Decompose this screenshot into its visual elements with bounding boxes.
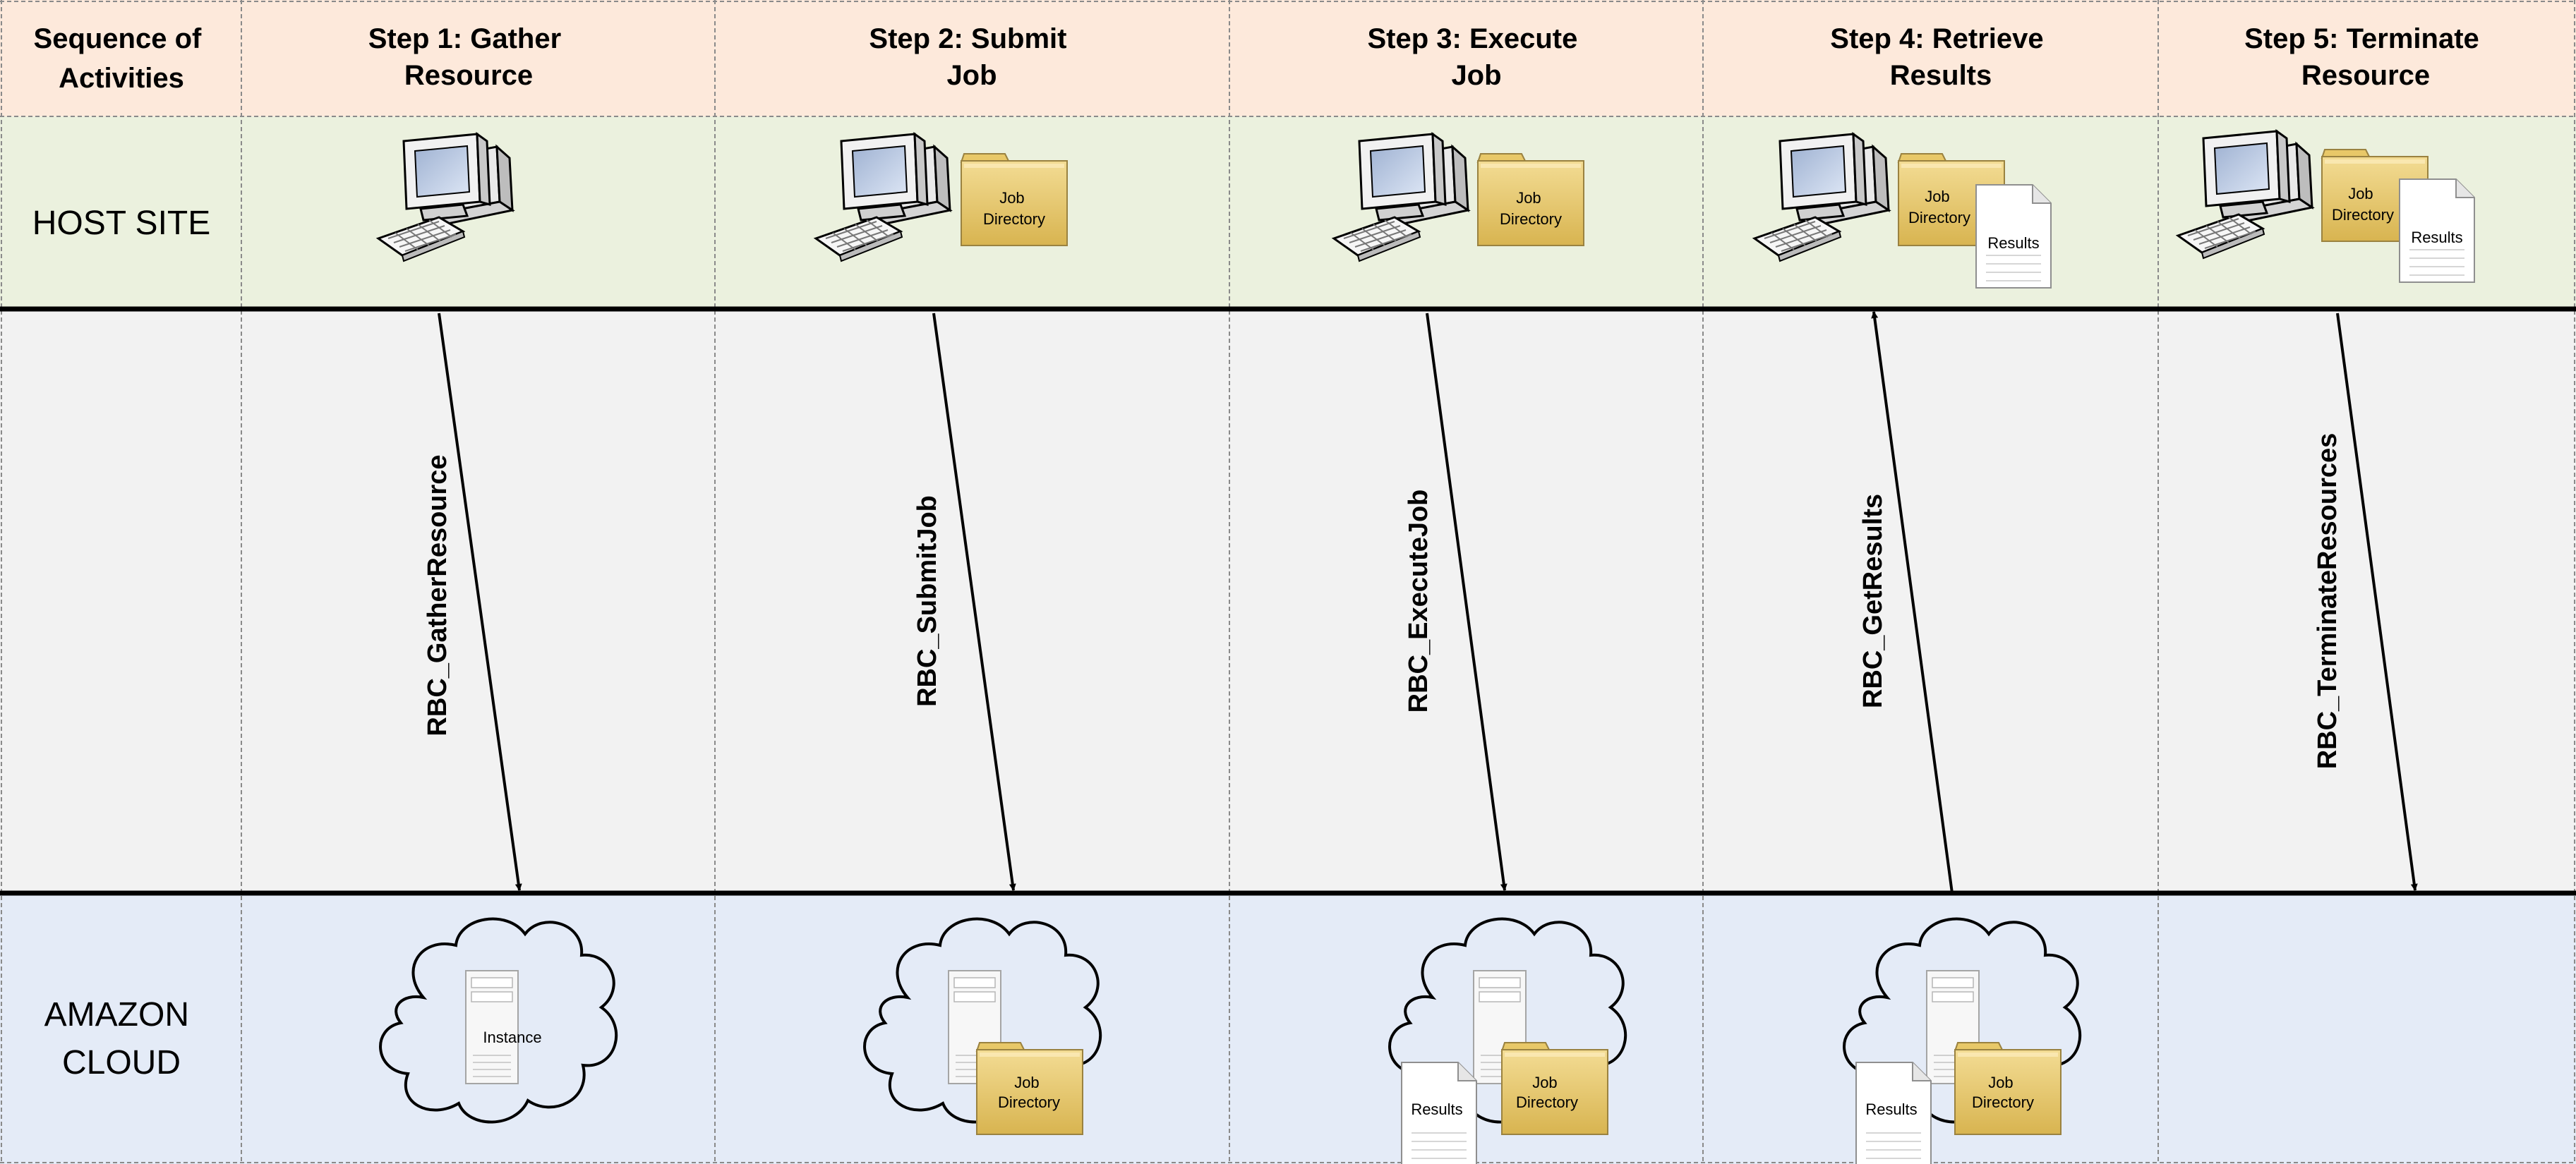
job-directory-label: Job Directory xyxy=(1516,1074,1578,1111)
results-label: Results xyxy=(2411,229,2462,246)
results-label: Results xyxy=(1411,1101,1462,1118)
job-directory-label: Job Directory xyxy=(2332,185,2394,224)
step-2-header: Step 2: Submit Job xyxy=(869,23,1074,91)
instance-label: Instance xyxy=(483,1029,541,1046)
submit-job-arrow xyxy=(932,313,1016,891)
results-label: Results xyxy=(1987,234,2039,252)
job-directory-label: Job Directory xyxy=(998,1074,1060,1111)
amazon-cloud-label: AMAZON CLOUD xyxy=(44,996,199,1081)
get-results-arrow xyxy=(1871,311,1954,894)
results-label: Results xyxy=(1865,1101,1917,1118)
job-directory-label: Job Directory xyxy=(1972,1074,2034,1111)
execute-job-arrow xyxy=(1426,313,1507,891)
gather-resource-arrow xyxy=(438,313,522,891)
corner-header: Sequence of Activities xyxy=(34,23,210,94)
call-label-execute-job: RBC_ExecuteJob xyxy=(1404,490,1433,713)
job-directory-label: Job Directory xyxy=(1908,188,1970,226)
cloud-row-bg xyxy=(0,893,2576,1164)
call-label-submit-job: RBC_SubmitJob xyxy=(913,495,942,707)
call-label-terminate-resources: RBC_TerminateResources xyxy=(2313,433,2342,770)
middle-row-bg xyxy=(0,309,2576,893)
call-label-get-results: RBC_GetResults xyxy=(1858,494,1888,708)
step-1-header: Step 1: Gather Resource xyxy=(368,23,570,91)
terminate-resources-arrow xyxy=(2336,313,2418,891)
job-directory-label: Job Directory xyxy=(983,189,1045,228)
instance-server-icon xyxy=(465,970,519,1084)
step-3-header: Step 3: Execute Job xyxy=(1367,23,1585,91)
step-5-header: Step 5: Terminate Resource xyxy=(2244,23,2487,91)
job-directory-label: Job Directory xyxy=(1500,189,1562,228)
host-row-bg xyxy=(0,116,2576,309)
call-label-gather-resource: RBC_GatherResource xyxy=(423,454,452,736)
host-site-label: HOST SITE xyxy=(32,205,211,242)
step-4-header: Step 4: Retrieve Results xyxy=(1830,23,2051,91)
header-row-bg xyxy=(0,0,2576,116)
